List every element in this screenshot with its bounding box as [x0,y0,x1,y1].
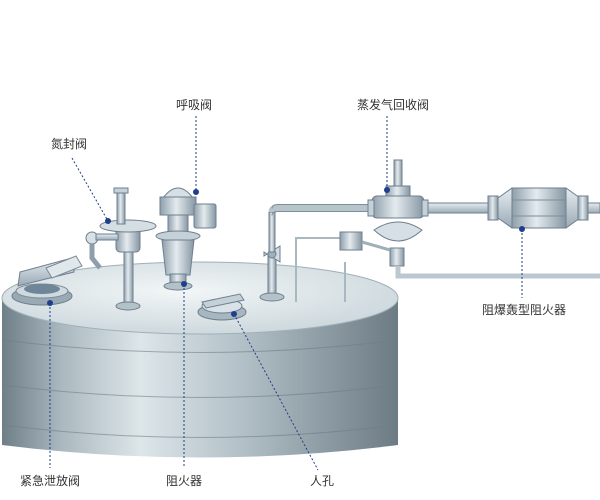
label-flame-arrester: 阻火器 [166,474,203,488]
storage-tank [1,261,399,458]
dot-manhole [231,311,237,317]
flame-arrester [155,230,201,291]
label-emergency-relief-valve: 紧急泄放阀 [20,474,81,488]
nitrogen-seal-valve [85,187,157,311]
dot-detonation-flame-arrester [519,226,525,232]
emergency-relief-valve [11,255,83,306]
label-manhole: 人孔 [310,474,335,488]
dot-nitrogen-seal-valve [105,218,111,224]
dot-vapor-recovery-valve [384,187,390,193]
label-vapor-recovery-valve: 蒸发气回收阀 [357,98,430,112]
breather-valve [159,187,217,234]
leader-nitrogen-seal-valve [71,157,109,222]
vapor-pipeline [259,204,372,302]
dot-emergency-relief-valve [47,300,53,306]
tank-roof [1,261,399,335]
label-nitrogen-seal-valve: 氮封阀 [51,137,88,151]
tank-seam-3 [1,424,399,438]
label-breather-valve: 呼吸阀 [176,98,213,112]
label-detonation-flame-arrester: 阻爆轰型阻火器 [482,303,567,317]
vapor-recovery-valve [339,159,600,279]
tank-shell [2,298,398,458]
leader-manhole [233,313,319,471]
tank-seam-2 [1,384,399,398]
dot-flame-arrester [181,281,187,287]
dot-breather-valve [193,189,199,195]
leader-lines [47,116,525,471]
detonation-flame-arrester [487,187,589,229]
tank-seam-1 [1,339,399,353]
